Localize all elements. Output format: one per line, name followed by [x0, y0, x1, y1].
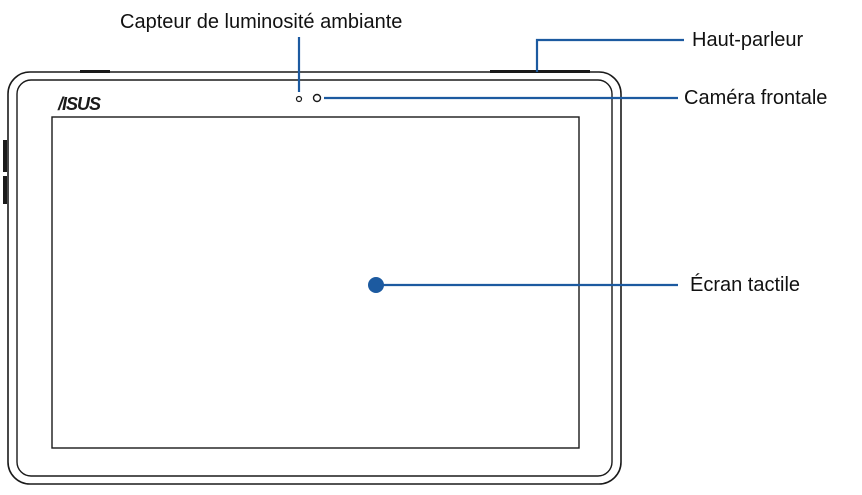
touchscreen-marker-dot [368, 277, 384, 293]
brand-logo: /ISUS [57, 94, 101, 114]
touchscreen-label: Écran tactile [690, 274, 801, 296]
side-button-lower [3, 176, 7, 204]
touchscreen-area [51, 116, 580, 449]
light-sensor-label: Capteur de luminosité ambiante [120, 11, 403, 33]
light-sensor-dot [295, 95, 303, 103]
front-camera-lens [312, 93, 322, 103]
speaker-grille [490, 70, 590, 73]
speaker-label: Haut-parleur [692, 29, 804, 51]
side-button-upper [3, 140, 7, 172]
power-button [80, 70, 110, 73]
speaker-leader [535, 38, 684, 72]
front-camera-label: Caméra frontale [684, 87, 828, 109]
